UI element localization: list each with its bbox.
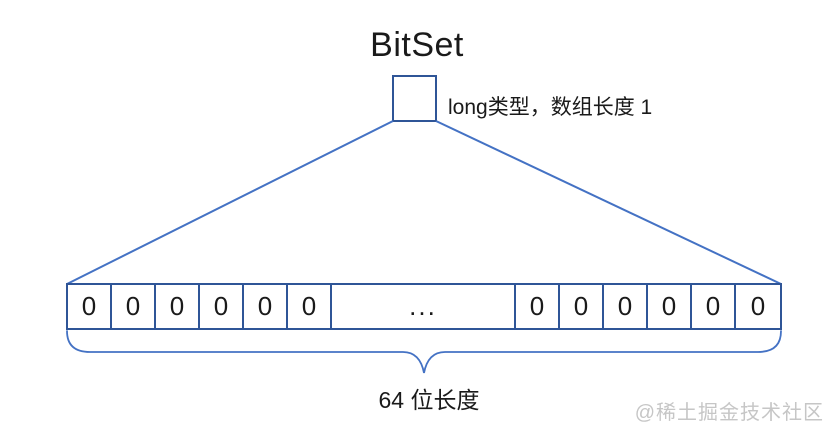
bit-cell: 0 <box>750 291 766 321</box>
watermark-text: @稀土掘金技术社区 <box>634 402 824 424</box>
bit-cell: 0 <box>516 285 560 328</box>
bit-cell: 0 <box>604 285 648 328</box>
bit-cell: 0 <box>560 285 604 328</box>
bit-length-caption: 64 位长度 <box>378 387 480 413</box>
bit-cell: 0 <box>648 285 692 328</box>
bit-cell: 0 <box>692 285 736 328</box>
bit-cell: 0 <box>244 285 288 328</box>
bit-cell: 0 <box>200 285 244 328</box>
long-array-label: long类型，数组长度 1 <box>448 96 653 119</box>
fan-line-left <box>66 120 394 285</box>
bit-cell: 0 <box>288 285 332 328</box>
bit-cell: 0 <box>112 285 156 328</box>
ellipsis-cell: ... <box>332 285 516 328</box>
long-array-box <box>392 75 437 122</box>
bit-cell: 0 <box>68 285 112 328</box>
length-brace <box>66 330 782 374</box>
fan-line-right <box>435 120 782 285</box>
bit-cell: 0 <box>156 285 200 328</box>
diagram-title: BitSet <box>370 26 464 64</box>
bit-array-row: 0 0 0 0 0 0 ... 0 0 0 0 0 0 <box>66 283 782 330</box>
